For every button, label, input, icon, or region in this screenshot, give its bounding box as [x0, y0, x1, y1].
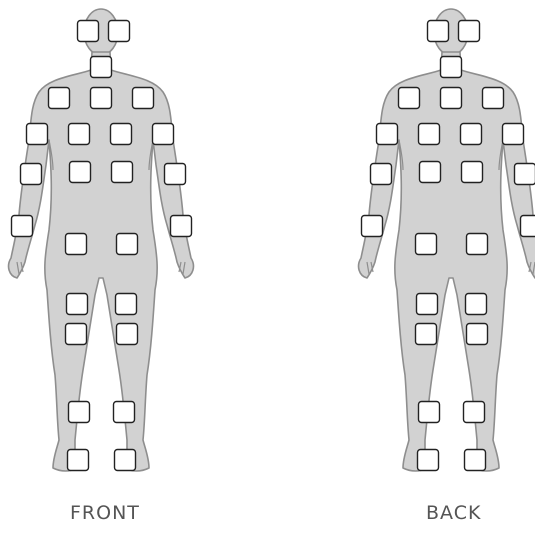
front-checkbox-hand-left[interactable]: [12, 216, 33, 237]
front-checkbox-shoulder-left[interactable]: [49, 88, 70, 109]
front-checkbox-upper-arm-right[interactable]: [153, 124, 174, 145]
back-checkbox-neck[interactable]: [441, 57, 462, 78]
front-checkbox-chest-right[interactable]: [111, 124, 132, 145]
front-checkbox-forearm-right[interactable]: [165, 164, 186, 185]
back-checkbox-knee-right[interactable]: [467, 324, 488, 345]
front-checkbox-foot-left[interactable]: [68, 450, 89, 471]
back-label: BACK: [426, 502, 481, 524]
back-checkbox-shin-left[interactable]: [419, 402, 440, 423]
back-checkbox-thigh-left[interactable]: [417, 294, 438, 315]
front-checkbox-hand-right[interactable]: [171, 216, 192, 237]
back-checkbox-abdomen-right[interactable]: [462, 162, 483, 183]
front-body-silhouette: [9, 9, 194, 471]
front-checkbox-hip-right[interactable]: [117, 234, 138, 255]
front-checkbox-abdomen-right[interactable]: [112, 162, 133, 183]
front-checkbox-upper-arm-left[interactable]: [27, 124, 48, 145]
front-checkbox-head-right[interactable]: [109, 21, 130, 42]
front-checkbox-thigh-right[interactable]: [116, 294, 137, 315]
front-checkbox-shoulder-right[interactable]: [133, 88, 154, 109]
back-checkbox-hand-left[interactable]: [362, 216, 383, 237]
back-checkbox-upper-arm-left[interactable]: [377, 124, 398, 145]
front-checkbox-knee-left[interactable]: [66, 324, 87, 345]
front-checkbox-abdomen-left[interactable]: [70, 162, 91, 183]
front-checkbox-knee-right[interactable]: [117, 324, 138, 345]
front-checkbox-head-left[interactable]: [78, 21, 99, 42]
back-checkbox-shin-right[interactable]: [464, 402, 485, 423]
back-checkbox-forearm-left[interactable]: [371, 164, 392, 185]
back-checkbox-chest-center[interactable]: [441, 88, 462, 109]
back-checkbox-foot-left[interactable]: [418, 450, 439, 471]
front-checkbox-thigh-left[interactable]: [67, 294, 88, 315]
front-checkbox-neck[interactable]: [91, 57, 112, 78]
back-checkbox-forearm-right[interactable]: [515, 164, 535, 185]
back-checkbox-hand-right[interactable]: [521, 216, 535, 237]
back-checkbox-abdomen-left[interactable]: [420, 162, 441, 183]
front-checkbox-foot-right[interactable]: [115, 450, 136, 471]
back-checkbox-chest-left[interactable]: [419, 124, 440, 145]
front-label: FRONT: [70, 502, 140, 524]
back-checkbox-chest-right[interactable]: [461, 124, 482, 145]
back-checkbox-head-left[interactable]: [428, 21, 449, 42]
back-checkbox-hip-right[interactable]: [467, 234, 488, 255]
back-checkbox-shoulder-right[interactable]: [483, 88, 504, 109]
back-body-silhouette: [359, 9, 535, 471]
back-checkbox-hip-left[interactable]: [416, 234, 437, 255]
front-checkbox-chest-left[interactable]: [69, 124, 90, 145]
back-checkbox-shoulder-left[interactable]: [399, 88, 420, 109]
front-checkbox-forearm-left[interactable]: [21, 164, 42, 185]
front-checkbox-shin-right[interactable]: [114, 402, 135, 423]
back-checkbox-knee-left[interactable]: [416, 324, 437, 345]
back-checkbox-head-right[interactable]: [459, 21, 480, 42]
back-checkbox-thigh-right[interactable]: [466, 294, 487, 315]
front-checkbox-chest-center[interactable]: [91, 88, 112, 109]
back-checkbox-foot-right[interactable]: [465, 450, 486, 471]
back-checkbox-upper-arm-right[interactable]: [503, 124, 524, 145]
front-checkbox-hip-left[interactable]: [66, 234, 87, 255]
front-checkbox-shin-left[interactable]: [69, 402, 90, 423]
